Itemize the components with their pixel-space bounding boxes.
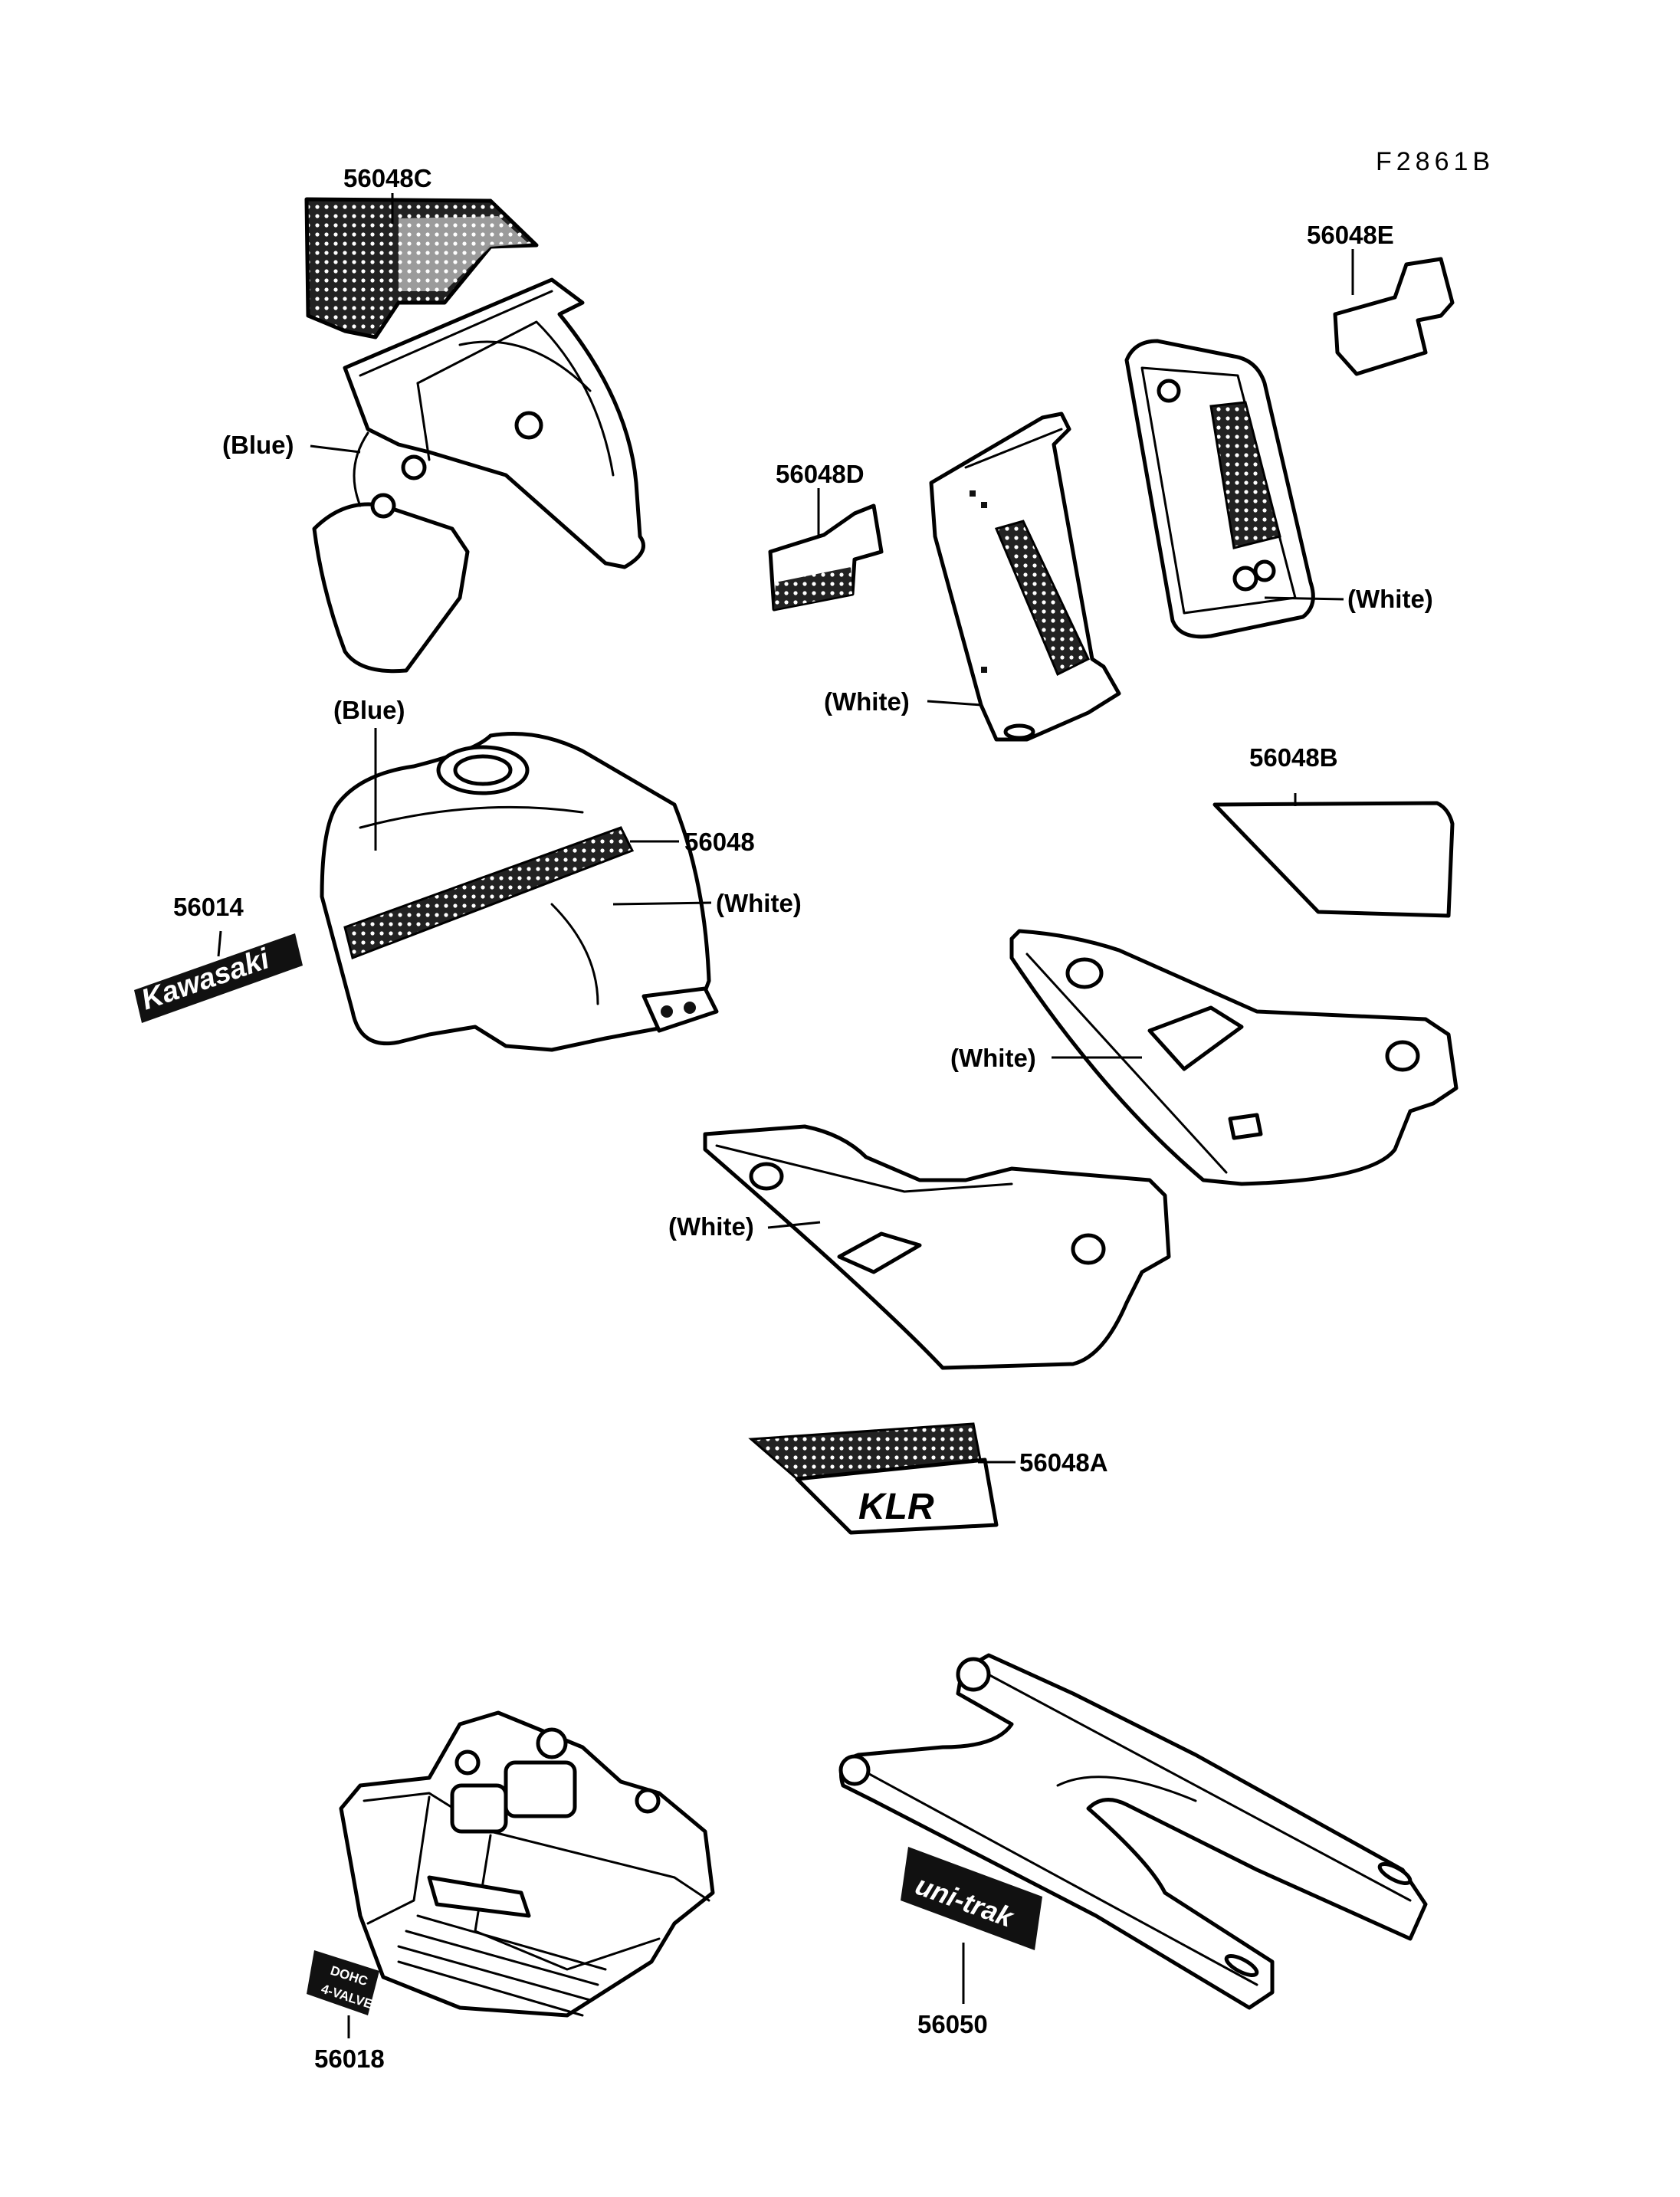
part-labels: 56048C 56048E 56048D 56048B 56048 56014 … [173,164,1433,2073]
decal-56048d [768,503,884,612]
swingarm [838,1653,1428,2010]
label-tank-top-color: (Blue) [333,696,405,724]
kawasaki-decal-text: Kawasaki [137,943,274,1017]
label-shroud-right-color: (White) [1347,585,1433,613]
side-cover-left [703,1124,1171,1370]
leader-lines [217,193,1354,2038]
cylinder-head [339,1710,715,2018]
fairing-decal-56048c-overlay [399,216,529,291]
label-side-cover-left-color: (White) [668,1212,754,1241]
headlight-fairing [304,197,645,674]
radiator-shroud-right [1124,339,1315,639]
label-56048c: 56048C [343,164,432,192]
label-56014: 56014 [173,893,244,921]
label-56048d: 56048D [776,460,865,488]
label-shroud-left-color: (White) [824,687,910,716]
label-56050: 56050 [917,2010,988,2038]
label-56048e: 56048E [1307,221,1394,249]
label-tank-lower-color: (White) [716,889,802,917]
decal-56048a: KLR [748,1422,999,1535]
label-56048b: 56048B [1249,743,1338,772]
decal-56048b [1212,801,1455,918]
decal-56048e [1333,257,1455,376]
label-side-cover-right-color: (White) [950,1044,1036,1072]
label-56048: 56048 [684,828,755,856]
side-cover-right [1009,929,1459,1186]
label-56018: 56018 [314,2045,385,2073]
fuel-tank [320,732,719,1052]
radiator-shroud-left [929,412,1121,742]
dohc-decal: DOHC 4-VALVE [307,1950,379,2015]
klr-decal-text: KLR [858,1487,934,1527]
label-fairing-color: (Blue) [222,431,294,459]
label-56048a: 56048A [1019,1448,1108,1477]
figure-id: F2861B [1376,147,1495,176]
